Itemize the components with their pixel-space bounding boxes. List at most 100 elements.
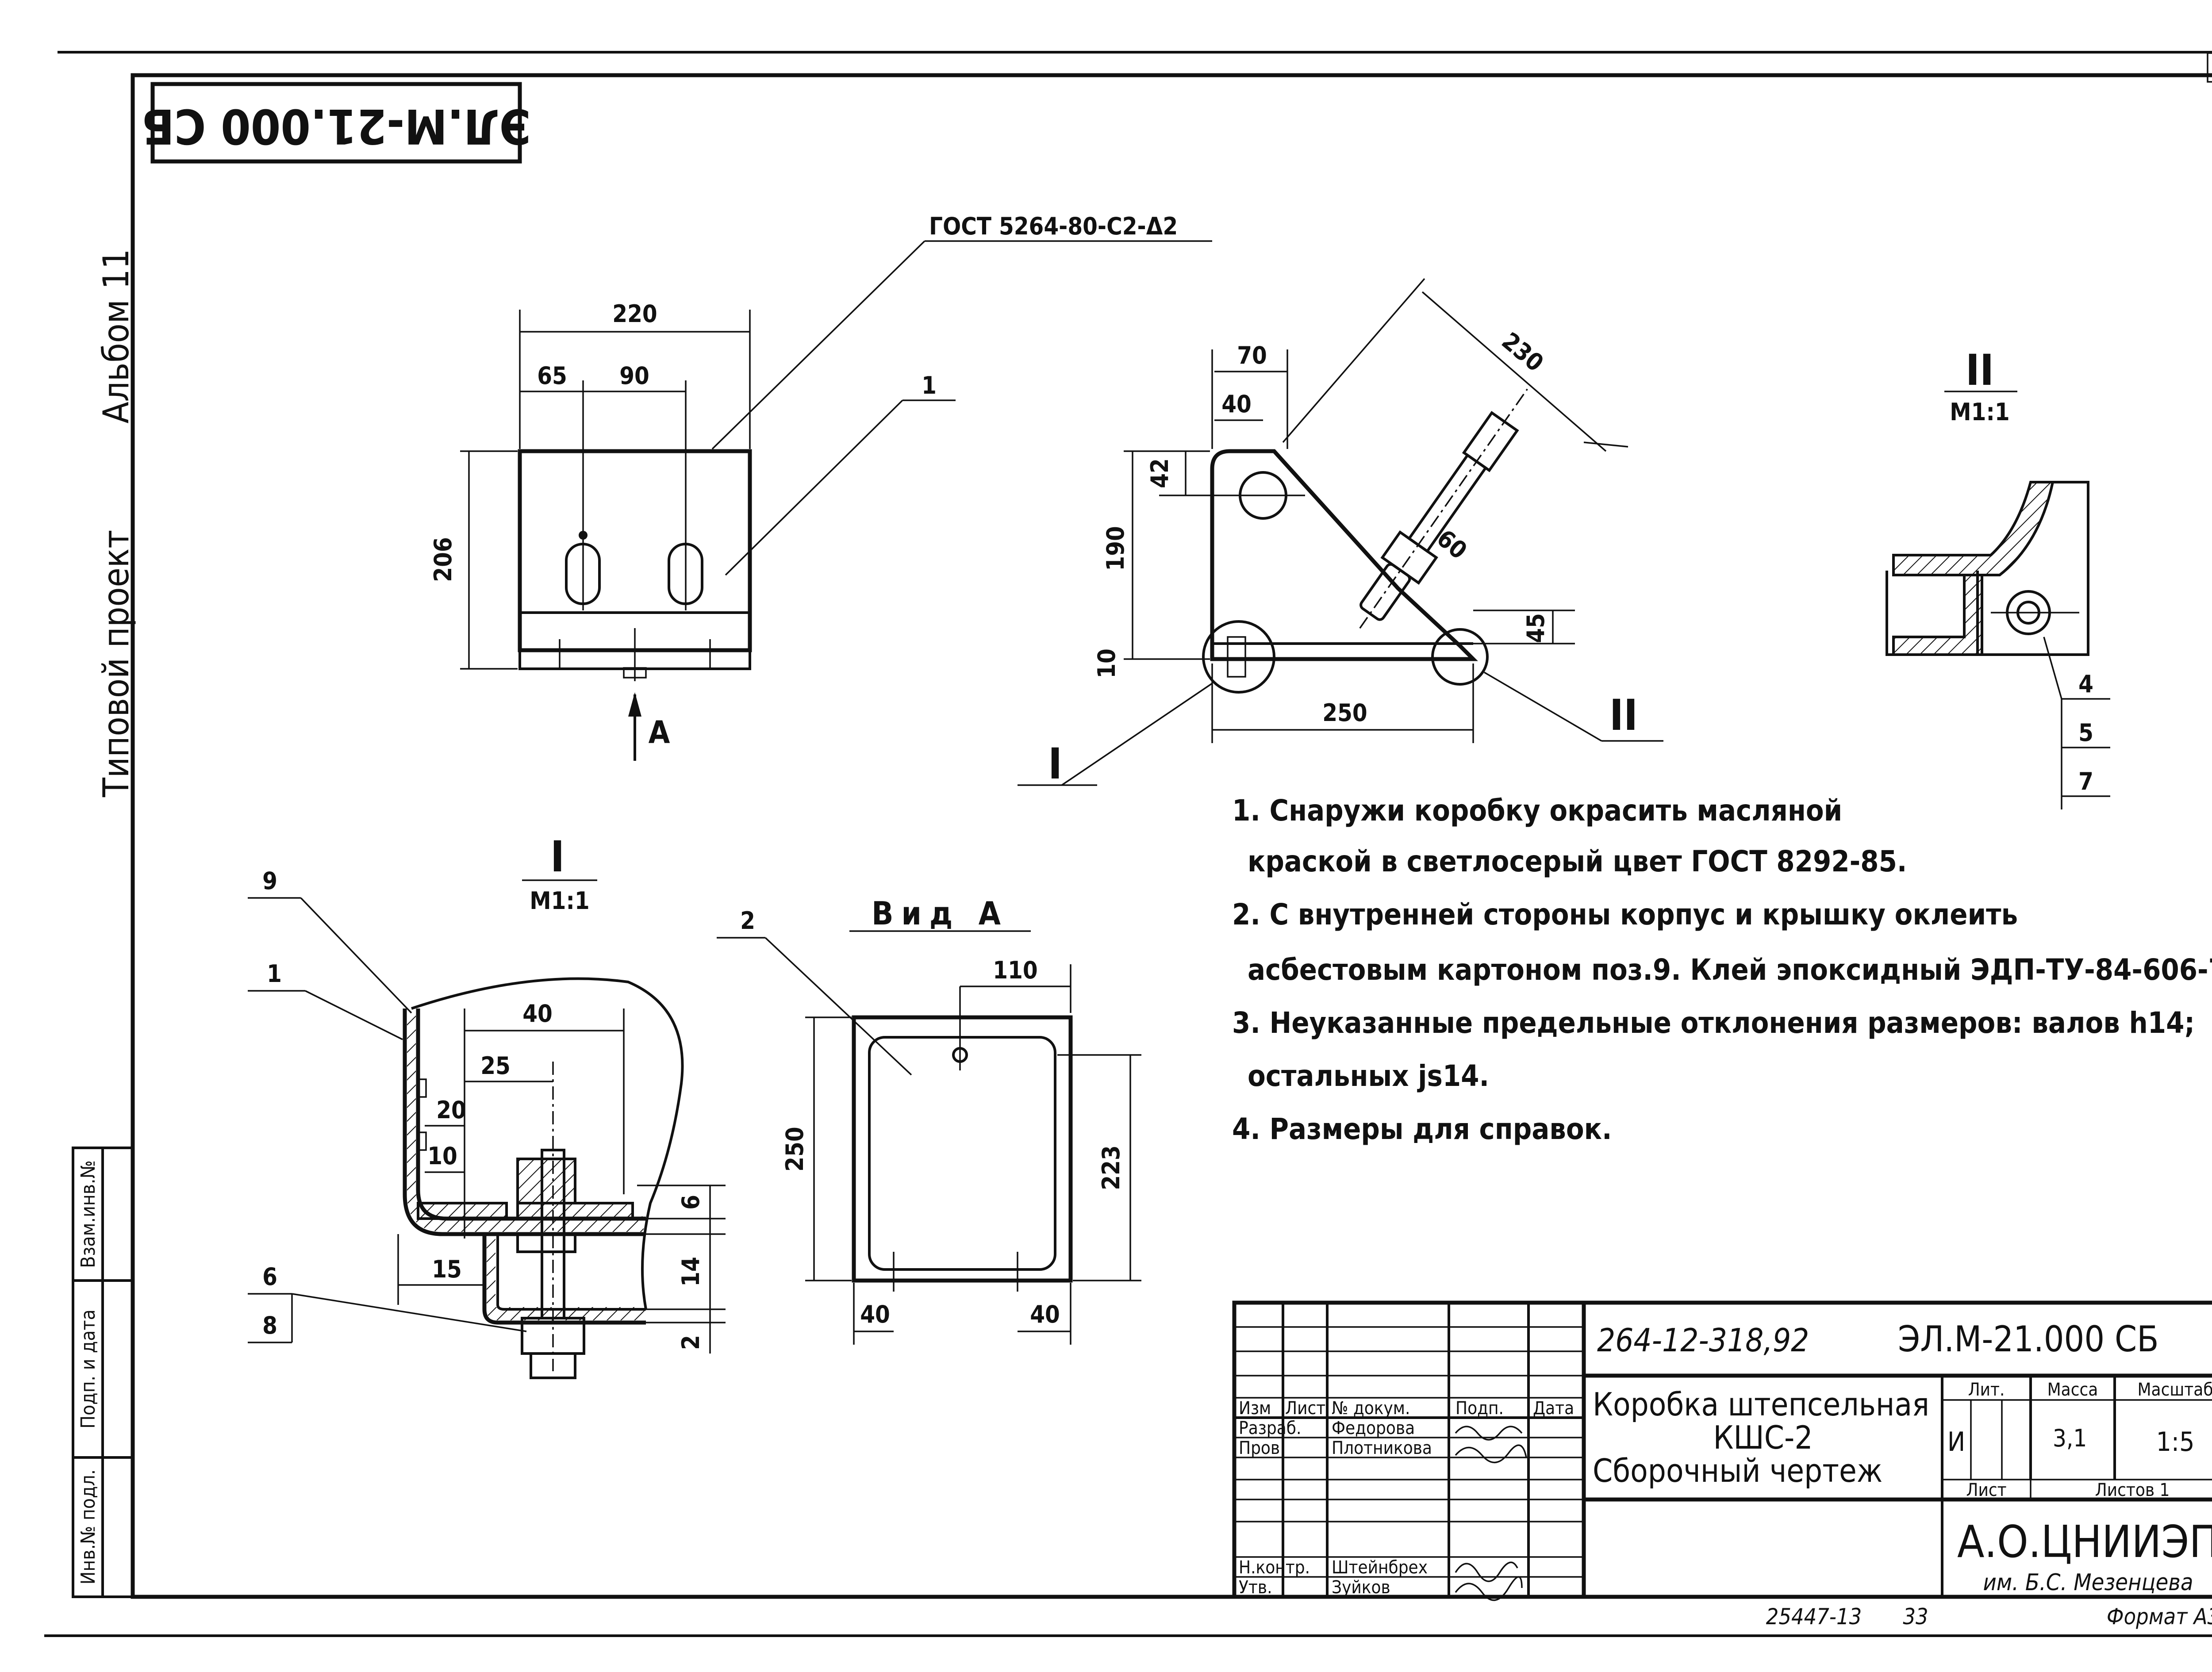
album-label: Альбом 11 xyxy=(96,249,137,424)
di-dim-10: 10 xyxy=(427,1142,457,1170)
detail-ii-title: II xyxy=(1966,345,1994,395)
tb-project-code: 264-12-318,92 xyxy=(1597,1322,1809,1359)
detail-ii-scale: М1:1 xyxy=(1950,398,2009,426)
front-callout-1: 1 xyxy=(922,372,937,399)
side-dim-60: 60 xyxy=(1432,524,1472,565)
va-dim-110: 110 xyxy=(993,956,1037,984)
technical-notes: 1. Снаружи коробку окрасить масляной кра… xyxy=(1232,794,2212,1146)
tb-name-prov: Плотникова xyxy=(1332,1438,1432,1458)
di-dim-25: 25 xyxy=(480,1052,511,1080)
stamp-box: ЭЛ.М-21.000 СБ xyxy=(142,82,531,164)
detail-ii-callout-7: 7 xyxy=(2078,767,2093,795)
detail-marker-i: I xyxy=(1048,739,1062,789)
title-block: Изм Лист № докум. Подп. Дата Разраб. Фед… xyxy=(1232,1300,2212,1601)
front-view: 220 65 90 206 ГОСТ 5264-80-С2-Δ2 1 А xyxy=(429,212,1212,761)
tb-sheets-label: Листов 1 xyxy=(2095,1480,2170,1500)
front-dim-220: 220 xyxy=(612,300,657,328)
strip-sign: Подп. и дата xyxy=(77,1309,100,1429)
tb-hdr-izm: Изм xyxy=(1239,1398,1271,1419)
va-callout-2: 2 xyxy=(740,907,755,935)
tb-mass-label: Масса xyxy=(2047,1380,2098,1400)
detail-i-title: I xyxy=(550,832,565,882)
tb-name-utv: Зуйков xyxy=(1332,1577,1390,1598)
side-dim-40: 40 xyxy=(1221,390,1252,418)
side-dim-230: 230 xyxy=(1497,327,1549,377)
detail-i-scale: М1:1 xyxy=(530,887,589,915)
di-callout-1: 1 xyxy=(267,960,282,988)
view-a: Вид А 110 250 223 40 40 2 xyxy=(717,895,1141,1345)
note-line-6: остальных js14. xyxy=(1248,1059,1489,1093)
di-dim-6: 6 xyxy=(677,1195,705,1210)
tb-hdr-list: Лист xyxy=(1285,1398,1325,1419)
di-dim-2: 2 xyxy=(677,1335,705,1350)
view-a-title: Вид А xyxy=(872,895,1009,932)
sheet-frame: 32 xyxy=(44,51,2212,1637)
tb-name-line1: Коробка штепсельная xyxy=(1593,1386,1929,1423)
tb-name-razrab: Федорова xyxy=(1332,1418,1415,1438)
va-dim-250: 250 xyxy=(781,1127,809,1171)
side-dim-42: 42 xyxy=(1146,458,1174,488)
tb-hdr-ndoc: № докум. xyxy=(1332,1398,1410,1419)
strip-inv: Инв.№ подл. xyxy=(77,1469,100,1585)
tb-hdr-data: Дата xyxy=(1533,1398,1574,1419)
tb-role-utv: Утв. xyxy=(1239,1577,1272,1598)
detail-marker-ii: II xyxy=(1609,690,1638,740)
di-dim-14: 14 xyxy=(677,1257,705,1287)
side-view: 70 40 190 42 10 230 60 45 250 I II xyxy=(1018,278,1663,789)
detail-ii-callout-4: 4 xyxy=(2078,670,2093,698)
project-label: Типовой проект xyxy=(96,530,137,798)
front-dim-206: 206 xyxy=(429,537,457,582)
tb-role-nkontr: Н.контр. xyxy=(1239,1557,1310,1578)
tb-doc-code: ЭЛ.М-21.000 СБ xyxy=(1898,1319,2159,1360)
detail-i: I М1:1 40 25 20 10 15 xyxy=(248,832,726,1379)
detail-ii-callout-5: 5 xyxy=(2078,719,2093,747)
note-line-2: краской в светлосерый цвет ГОСТ 8292-85. xyxy=(1248,844,1907,878)
left-strip: Инв.№ подл. Подп. и дата Взам.инв.№ xyxy=(72,1147,134,1598)
note-line-3: 2. С внутренней стороны корпус и крышку … xyxy=(1232,897,2018,932)
tb-role-prov: Пров. xyxy=(1239,1438,1285,1458)
tb-hdr-podp: Подп. xyxy=(1455,1398,1504,1419)
side-dim-10: 10 xyxy=(1093,648,1121,679)
tb-name-line2: КШС-2 xyxy=(1713,1419,1813,1456)
side-dim-45: 45 xyxy=(1522,613,1550,643)
strip-replace: Взам.инв.№ xyxy=(77,1160,100,1268)
tb-role-razrab: Разраб. xyxy=(1239,1418,1301,1438)
footer-order-no: 25447-13 xyxy=(1766,1604,1862,1630)
tb-lit-label: Лит. xyxy=(1968,1380,2005,1400)
front-dim-65: 65 xyxy=(537,362,567,390)
tb-mass-value: 3,1 xyxy=(2053,1424,2087,1452)
view-arrow-a: А xyxy=(649,714,670,751)
tb-scale-value: 1:5 xyxy=(2156,1427,2195,1457)
side-dim-250: 250 xyxy=(1322,699,1367,727)
tb-org-line2: им. Б.С. Мезенцева xyxy=(1983,1569,2193,1596)
stamp-code-rotated: ЭЛ.М-21.000 СБ xyxy=(142,98,531,153)
note-line-4: асбестовым картоном поз.9. Клей эпоксидн… xyxy=(1248,953,2212,987)
di-dim-40: 40 xyxy=(522,1000,553,1028)
di-dim-20: 20 xyxy=(436,1096,466,1124)
gost-weld-note: ГОСТ 5264-80-С2-Δ2 xyxy=(929,212,1178,240)
va-dim-40-left: 40 xyxy=(860,1300,890,1328)
note-line-5: 3. Неуказанные предельные отклонения раз… xyxy=(1232,1006,2195,1040)
note-line-1: 1. Снаружи коробку окрасить масляной xyxy=(1232,794,1842,828)
footer-format: Формат А3 xyxy=(2107,1604,2212,1630)
footer: 25447-13 33 Формат А3 xyxy=(1766,1604,2212,1630)
di-dim-15: 15 xyxy=(432,1255,462,1283)
tb-name-nkontr: Штейнбрех xyxy=(1332,1557,1428,1578)
front-dim-90: 90 xyxy=(619,362,649,390)
di-callout-8: 8 xyxy=(262,1312,277,1339)
footer-page: 33 xyxy=(1903,1604,1928,1630)
tb-name-line3: Сборочный чертеж xyxy=(1593,1452,1882,1489)
tb-sheet-label: Лист xyxy=(1966,1480,2006,1500)
tb-lit-value: И xyxy=(1947,1427,1965,1457)
va-dim-223: 223 xyxy=(1097,1145,1125,1190)
side-dim-190: 190 xyxy=(1102,526,1129,571)
di-callout-6: 6 xyxy=(262,1263,277,1291)
note-line-7: 4. Размеры для справок. xyxy=(1232,1112,1612,1146)
side-dim-70: 70 xyxy=(1237,341,1267,369)
tb-org-line1: А.О.ЦНИИЭП xyxy=(1957,1516,2212,1568)
tb-scale-label: Масштаб xyxy=(2137,1380,2212,1400)
detail-ii: II М1:1 4 5 7 xyxy=(1886,345,2110,809)
di-callout-9: 9 xyxy=(262,867,277,895)
va-dim-40-right: 40 xyxy=(1030,1300,1060,1328)
